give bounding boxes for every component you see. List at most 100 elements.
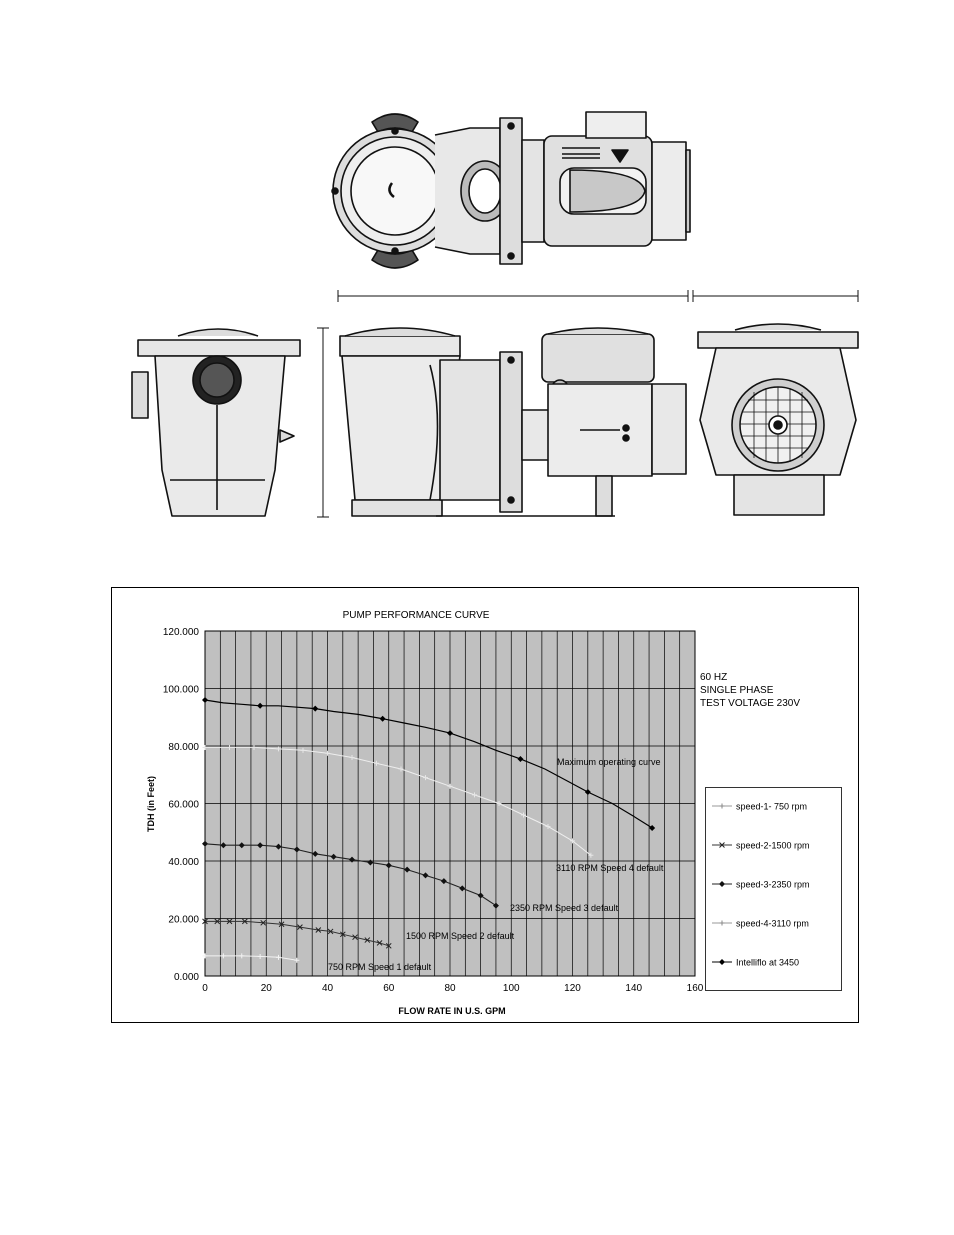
data-point	[227, 744, 232, 750]
legend-entry-1: speed-1- 750 rpm	[712, 802, 807, 812]
series-5	[202, 697, 656, 831]
data-point	[297, 924, 303, 930]
x-axis-label: FLOW RATE IN U.S. GPM	[398, 1006, 505, 1016]
data-point	[257, 702, 264, 709]
data-point	[404, 866, 411, 873]
data-point	[276, 954, 281, 960]
pump-drawings	[131, 111, 859, 518]
pump-side-view	[339, 327, 687, 517]
data-point	[398, 766, 404, 772]
curve-label-max: Maximum operating curve	[557, 757, 661, 767]
data-point	[447, 730, 453, 737]
legend-label: speed-2-1500 rpm	[736, 841, 810, 851]
legend: speed-1- 750 rpm speed-2-1500 rpm speed-3-…	[705, 787, 842, 991]
data-point	[315, 927, 322, 933]
data-point	[251, 744, 257, 750]
legend-entries: speed-1- 750 rpm speed-2-1500 rpm speed-3-…	[712, 802, 810, 968]
grid	[204, 630, 696, 977]
curve-labels: Maximum operating curve 3110 RPM Speed 4…	[328, 757, 664, 972]
y-tick-label: 120.000	[163, 627, 200, 638]
note-phase: SINGLE PHASE	[700, 685, 774, 696]
legend-marker	[719, 920, 725, 926]
data-point	[220, 842, 227, 849]
note-voltage: TEST VOLTAGE 230V	[700, 698, 800, 709]
data-point	[300, 747, 306, 753]
data-point	[584, 789, 591, 795]
data-point	[440, 878, 447, 885]
chart-title: PUMP PERFORMANCE CURVE	[343, 610, 490, 621]
data-point	[385, 862, 392, 869]
data-point	[588, 852, 594, 858]
legend-label: speed-4-3110 rpm	[736, 919, 809, 929]
data-point	[214, 918, 221, 925]
x-tick-label: 100	[503, 983, 520, 994]
data-point	[202, 744, 208, 750]
data-point	[220, 953, 226, 959]
curve-label-speed4: 3110 RPM Speed 4 default	[556, 863, 664, 873]
data-point	[276, 746, 281, 752]
curve-label-speed1: 750 RPM Speed 1 default	[328, 962, 432, 972]
series-line	[205, 955, 297, 961]
legend-label: Intelliflo at 3450	[736, 958, 799, 968]
legend-marker	[719, 959, 725, 965]
data-point	[352, 934, 358, 941]
y-tick-label: 20.000	[168, 915, 199, 926]
legend-marker	[719, 881, 725, 887]
curve-label-speed3: 2350 RPM Speed 3 default	[510, 903, 619, 913]
x-tick-label: 0	[202, 983, 208, 994]
data-point	[239, 953, 245, 959]
data-point	[492, 902, 499, 909]
data-point	[349, 755, 355, 760]
data-point	[327, 928, 334, 935]
data-point	[349, 856, 355, 863]
data-point	[260, 919, 267, 926]
legend-label: speed-3-2350 rpm	[736, 880, 810, 890]
data-point	[422, 872, 429, 879]
data-point	[241, 918, 248, 925]
data-point	[339, 931, 346, 938]
series-layer	[202, 697, 656, 963]
data-point	[364, 937, 371, 943]
series-2	[202, 918, 392, 949]
data-point	[278, 921, 285, 928]
x-tick-label: 20	[261, 983, 273, 994]
x-tick-label: 120	[564, 983, 581, 994]
data-point	[257, 953, 263, 959]
x-tick-label: 40	[322, 983, 334, 994]
series-line	[205, 920, 389, 947]
data-point	[379, 715, 386, 722]
data-point	[517, 755, 524, 762]
data-point	[477, 892, 484, 899]
data-point	[447, 783, 453, 789]
data-point	[238, 842, 245, 849]
note-frequency: 60 HZ	[700, 672, 727, 683]
y-tick-label: 40.000	[168, 857, 199, 868]
data-point	[423, 775, 428, 781]
data-point	[312, 705, 319, 712]
data-point	[226, 918, 233, 925]
data-point	[459, 885, 466, 892]
data-point	[202, 953, 208, 959]
data-point	[472, 792, 477, 798]
x-tick-label: 60	[383, 983, 395, 994]
curve-label-speed2: 1500 RPM Speed 2 default	[406, 931, 515, 941]
pump-front-view	[131, 328, 301, 517]
data-point	[376, 940, 383, 946]
pump-rear-view	[697, 323, 859, 516]
legend-entry-4: speed-4-3110 rpm	[712, 919, 809, 929]
data-point	[257, 842, 264, 849]
x-tick-label: 140	[625, 983, 642, 994]
y-tick-label: 80.000	[168, 742, 199, 753]
data-point	[649, 824, 656, 831]
series-4	[202, 744, 594, 858]
data-point	[385, 942, 392, 949]
legend-marker	[719, 803, 725, 809]
data-point	[496, 801, 502, 806]
x-tick-label: 160	[687, 983, 704, 994]
series-1	[202, 953, 300, 963]
data-point	[293, 846, 300, 853]
data-point	[294, 957, 300, 963]
